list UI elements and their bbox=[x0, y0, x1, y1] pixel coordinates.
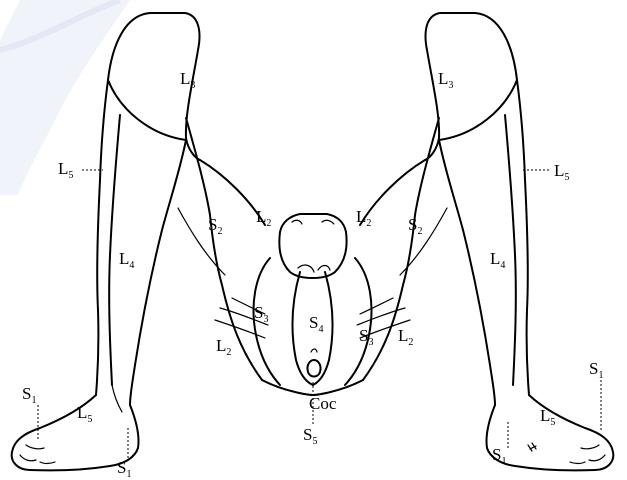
label-s2-right: S2 bbox=[408, 216, 422, 233]
label-l5-right-foot: L5 bbox=[540, 407, 555, 424]
label-l5-left-leg: L5 bbox=[58, 160, 73, 177]
label-s1-right-bottom: S1 bbox=[492, 446, 506, 463]
label-l5-right-leg: L5 bbox=[554, 162, 569, 179]
label-l5-left-foot: L5 bbox=[77, 404, 92, 421]
pelvis bbox=[215, 214, 410, 395]
right-leg bbox=[360, 13, 613, 470]
label-l4-left: L4 bbox=[119, 250, 134, 267]
label-l2-left-lower: L2 bbox=[216, 337, 231, 354]
label-s1-right-top: S1 bbox=[589, 360, 603, 377]
label-s3-right: S3 bbox=[359, 327, 373, 344]
label-l2-right-upper: L2 bbox=[356, 208, 371, 225]
label-s3-left: S3 bbox=[254, 304, 268, 321]
label-l2-left-upper: L2 bbox=[256, 208, 271, 225]
label-l3-left: L3 bbox=[180, 70, 195, 87]
label-l3-right: L3 bbox=[438, 70, 453, 87]
label-s1-left-top: S1 bbox=[22, 385, 36, 402]
label-l2-right-lower: L2 bbox=[398, 327, 413, 344]
label-l4-right: L4 bbox=[490, 250, 505, 267]
label-s2-left: S2 bbox=[208, 216, 222, 233]
label-s5: S5 bbox=[303, 426, 317, 443]
label-coc: Coc bbox=[309, 395, 336, 412]
label-s4: S4 bbox=[309, 314, 323, 331]
label-s1-left-bottom: S1 bbox=[117, 459, 131, 476]
